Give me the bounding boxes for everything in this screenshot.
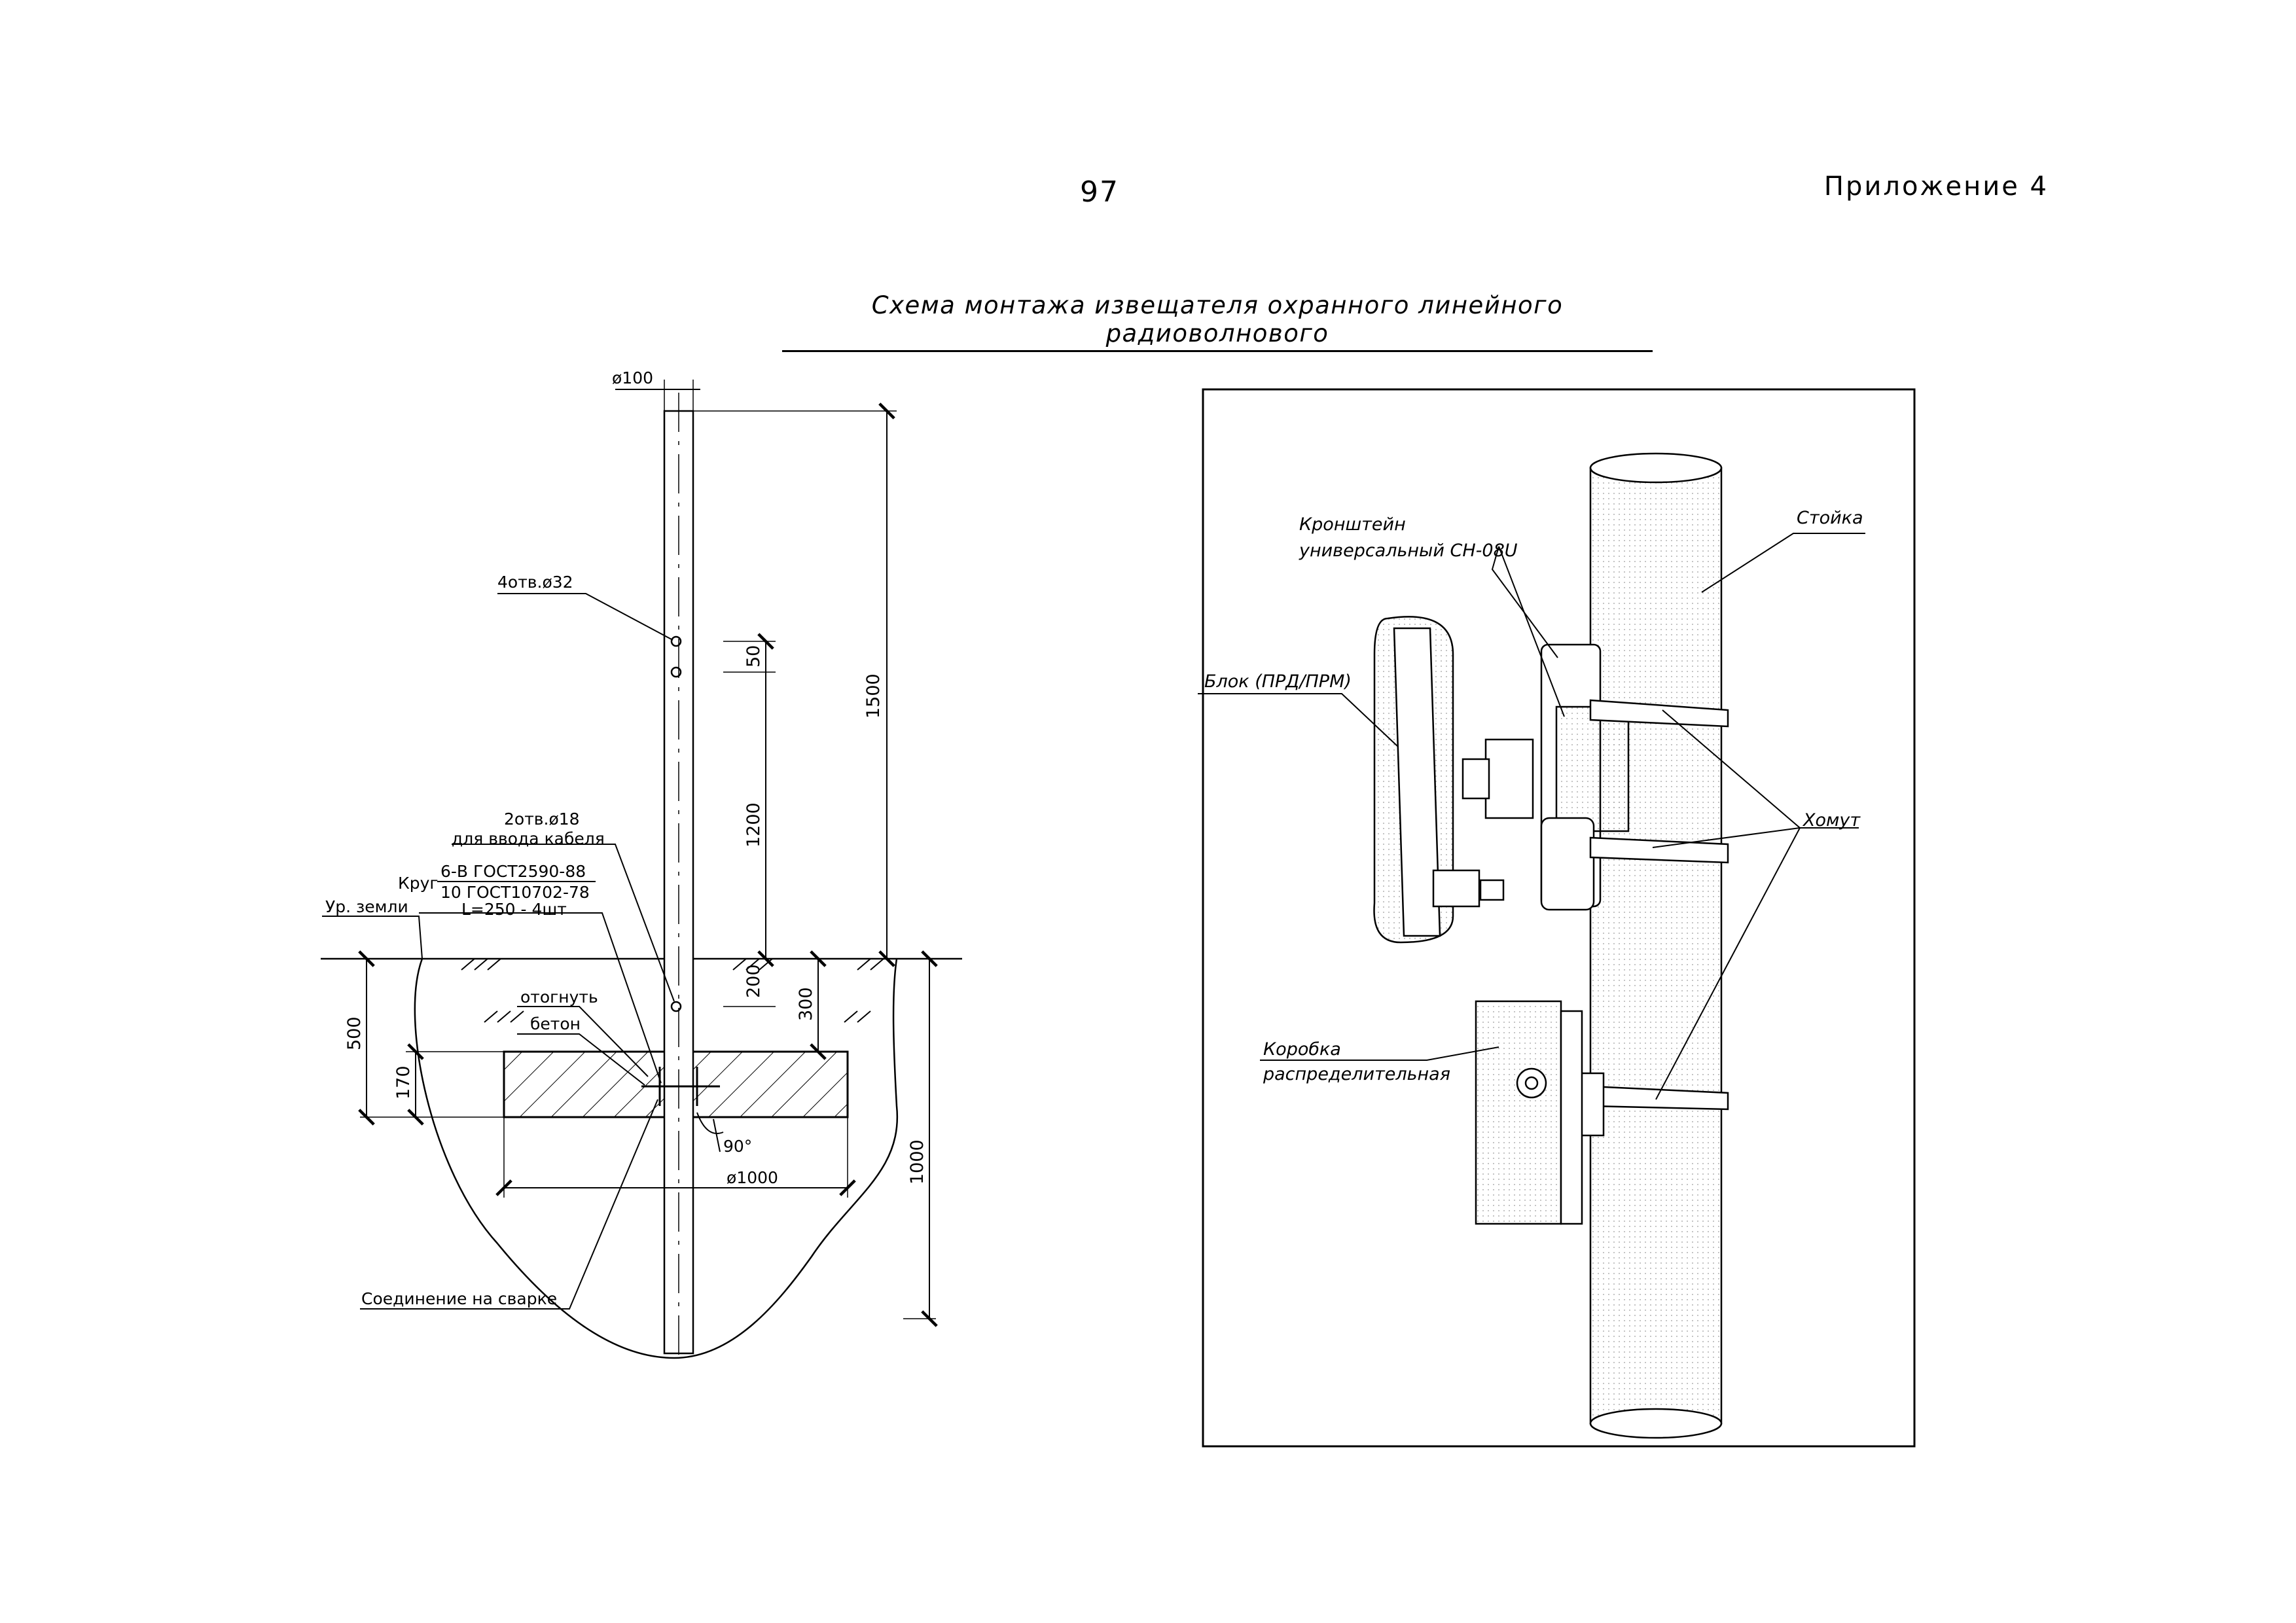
dim-1500: 1500: [863, 673, 884, 719]
foundation-drawing: [321, 380, 962, 1359]
appendix-label: Приложение 4: [1823, 171, 2049, 202]
pipe-diameter-label: ø100: [612, 368, 653, 387]
rod-spec-2: 10 ГОСТ10702-78: [440, 883, 590, 902]
box-sublabel: распределительная: [1263, 1064, 1450, 1084]
concrete-label: бетон: [530, 1014, 581, 1033]
unit-label: Блок (ПРД/ПРМ): [1204, 671, 1352, 692]
post-label: Стойка: [1797, 508, 1863, 528]
hole-top-1: [670, 635, 682, 647]
clamps: [1576, 699, 1729, 1137]
holes-top-label: 4отв.ø32: [497, 573, 573, 592]
dim-300: 300: [796, 987, 816, 1021]
mounting-view: [1198, 388, 1916, 1448]
transceiver-unit: [1373, 616, 1505, 944]
bend-label: отогнуть: [520, 988, 598, 1007]
dim-500: 500: [344, 1016, 365, 1050]
dim-1000: 1000: [907, 1139, 927, 1185]
pit-diameter-label: ø1000: [726, 1168, 778, 1187]
post: [1589, 452, 1723, 1439]
angle-arc: [696, 1112, 724, 1134]
rod-spec-1: 6-В ГОСТ2590-88: [440, 862, 586, 881]
bracket-label: Кронштейн: [1299, 514, 1406, 535]
bracket-sublabel: универсальный СН-08U: [1299, 541, 1518, 561]
dim-170: 170: [393, 1065, 414, 1099]
weld-label: Соединение на сварке: [361, 1289, 557, 1308]
clamp-label: Хомут: [1802, 810, 1861, 830]
ground-level-label: Ур. земли: [325, 897, 408, 916]
mounting-frame: [1202, 388, 1916, 1448]
dim-200: 200: [744, 964, 764, 998]
rod-spec-3: L=250 - 4шт: [461, 900, 567, 919]
dim-50: 50: [744, 645, 764, 668]
hole-cable: [670, 1001, 682, 1012]
angle-label: 90°: [723, 1137, 752, 1156]
rod-prefix-label: Круг: [398, 874, 439, 893]
dim-1200: 1200: [744, 802, 764, 847]
junction-box: [1475, 1000, 1583, 1225]
page-number: 97: [1080, 175, 1119, 209]
box-label: Коробка: [1263, 1039, 1341, 1060]
hole-top-2: [670, 666, 682, 678]
drawing-title: Схема монтажа извещателя охранного линей…: [782, 291, 1653, 352]
bracket: [1462, 643, 1630, 911]
pit-outline: [414, 958, 899, 1359]
holes-cable-label: 2отв.ø18: [504, 810, 580, 829]
holes-cable-sublabel: для ввода кабеля: [452, 829, 605, 848]
